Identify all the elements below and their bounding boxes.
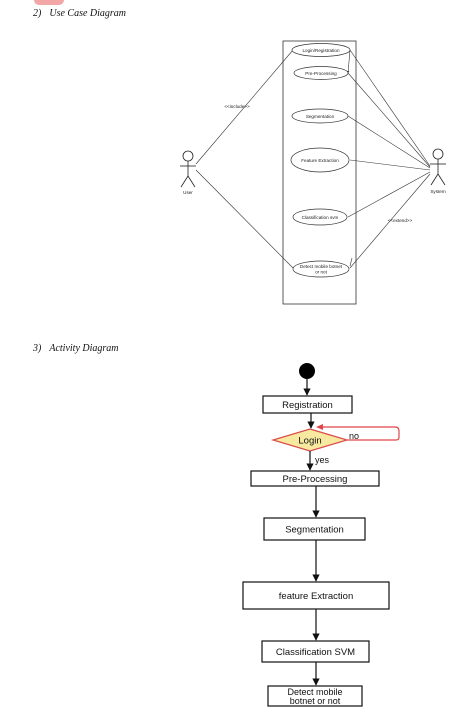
use-case-preprocessing xyxy=(293,66,349,80)
segmentation-activity xyxy=(263,517,366,541)
use-case-diagram: User System Login/Registration Pre xyxy=(180,40,446,305)
use-case-login-registration-label: Login/Registration xyxy=(302,48,339,53)
activity-heading-title: Activity Diagram xyxy=(49,343,119,354)
feature-extraction-activity xyxy=(242,581,390,610)
detect-label-line-1: Detect mobile xyxy=(287,687,342,697)
start-node xyxy=(299,363,315,379)
no-loop-path xyxy=(322,426,400,441)
detect-activity xyxy=(267,685,363,707)
registration-label: Registration xyxy=(282,400,333,411)
no-branch-label: no xyxy=(349,431,359,441)
use-case-feature-extraction-label: Feature Extraction xyxy=(301,158,339,163)
preprocessing-activity xyxy=(250,470,380,487)
classification-label: Classification SVM xyxy=(276,647,355,658)
extend-stereotype-label: <<extend>> xyxy=(388,218,413,223)
use-case-preprocessing-label: Pre-Processing xyxy=(305,71,337,76)
registration-activity xyxy=(262,395,353,414)
yes-branch-label: yes xyxy=(315,455,330,465)
login-decision-label: Login xyxy=(298,436,321,447)
use-case-detect-botnet xyxy=(292,260,350,278)
segmentation-label: Segmentation xyxy=(285,525,344,536)
user-actor xyxy=(180,150,196,188)
include-stereotype-label: <<include>> xyxy=(224,104,250,109)
system-actor xyxy=(430,148,446,186)
use-case-segmentation-label: Segmentation xyxy=(306,114,335,119)
use-case-heading: 2) Use Case Diagram xyxy=(33,8,126,19)
activity-heading-number: 3) xyxy=(33,343,42,354)
use-case-detect-botnet-label-1: Detect mobile botnet xyxy=(300,264,343,269)
use-case-feature-extraction xyxy=(290,147,350,173)
activity-heading: 3) Activity Diagram xyxy=(33,343,119,354)
system-actor-label: System xyxy=(430,189,445,194)
use-case-detect-botnet-label-2: or not xyxy=(315,270,327,275)
no-loop-arrowhead xyxy=(316,424,323,430)
preprocessing-label: Pre-Processing xyxy=(283,474,348,485)
user-actor-label: User xyxy=(183,190,193,195)
use-case-heading-title: Use Case Diagram xyxy=(49,8,127,19)
use-case-classification-label: Classification svm xyxy=(302,215,339,220)
activity-diagram: Registration Login no yes Pre-Processing… xyxy=(242,363,400,707)
detect-label-line-2: botnet or not xyxy=(290,696,341,706)
system-boundary xyxy=(282,40,357,305)
use-case-associations xyxy=(195,49,431,269)
use-case-classification xyxy=(292,208,348,226)
use-case-login-registration xyxy=(291,43,351,57)
use-case-segmentation xyxy=(291,108,349,124)
use-case-heading-number: 2) xyxy=(33,8,42,19)
feature-extraction-label: feature Extraction xyxy=(279,591,353,602)
page-corner-mark xyxy=(34,0,64,5)
